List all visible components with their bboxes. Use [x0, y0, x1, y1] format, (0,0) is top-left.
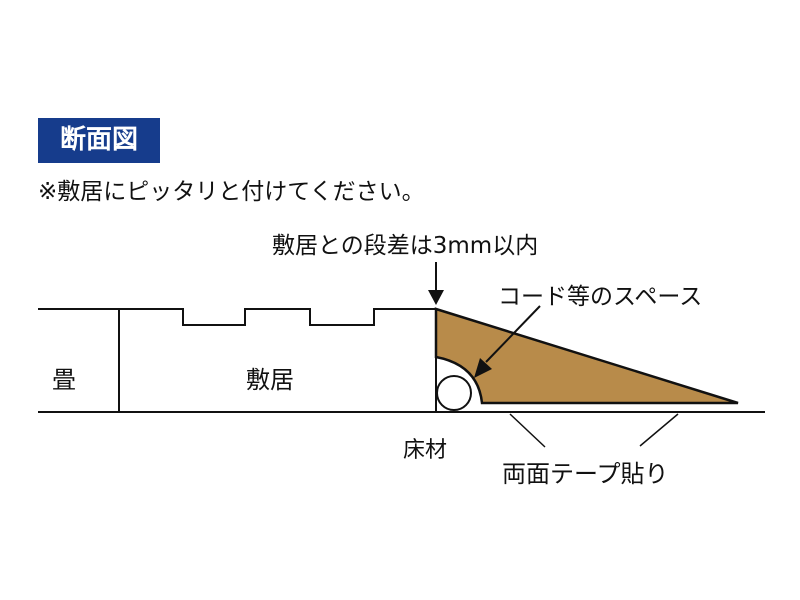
cord-circle	[436, 375, 472, 411]
ramp-shape	[434, 307, 739, 405]
cord-space-label: コード等のスペース	[498, 284, 703, 310]
cord-arrow-icon	[474, 358, 492, 378]
title-badge: 断面図	[38, 118, 160, 163]
shikii-label: 敷居	[246, 366, 294, 394]
note-text: ※敷居にピッタリと付けてください。	[38, 179, 425, 205]
floor-label: 床材	[403, 438, 448, 463]
step-arrow-icon	[428, 290, 444, 305]
shikii-outline	[38, 308, 436, 326]
tatami-label: 畳	[52, 366, 76, 394]
tape-label: 両面テープ貼り	[502, 460, 669, 488]
step-label: 敷居との段差は3mm以内	[272, 233, 539, 259]
